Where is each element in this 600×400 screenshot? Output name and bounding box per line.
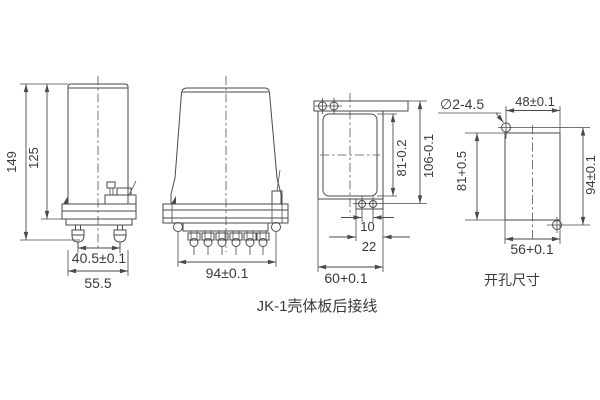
front-mount-screw-left bbox=[173, 222, 183, 232]
side-corner-mark bbox=[63, 196, 68, 204]
side-pin-head bbox=[106, 181, 116, 189]
cutout-dim81-label: 81+0.5 bbox=[454, 151, 469, 191]
front-dim94-label: 94±0.1 bbox=[206, 265, 249, 281]
front-corner-mark bbox=[171, 196, 176, 204]
side-dim149-label: 149 bbox=[4, 151, 19, 173]
rear-dim10-label: 10 bbox=[360, 219, 374, 234]
rear-dim81-label: 81-0.2 bbox=[394, 140, 409, 177]
front-base-plate bbox=[162, 203, 289, 224]
cutout-rect bbox=[504, 132, 561, 221]
cutout-view: ∅2-4.5 48±0.1 81+0.5 94±0.1 56+0.1 开孔尺寸 bbox=[438, 94, 598, 288]
side-terminal-bracket bbox=[104, 194, 137, 205]
rear-dim60-label: 60+0.1 bbox=[324, 270, 367, 286]
rear-ext-bracket bbox=[355, 209, 384, 272]
cutout-dim48-label: 48±0.1 bbox=[515, 94, 555, 109]
side-terminal-step bbox=[116, 187, 132, 196]
cutout-hole-bottomright-crosshair bbox=[547, 217, 590, 233]
rear-view: 81-0.2 106-0.1 10 22 60+0.1 bbox=[313, 93, 436, 286]
side-dim555-label: 55.5 bbox=[84, 275, 111, 291]
front-mount-screw-right bbox=[271, 222, 281, 232]
cutout-holes-note: ∅2-4.5 bbox=[440, 96, 484, 112]
front-view: 94±0.1 bbox=[162, 76, 289, 281]
front-terminal-block bbox=[182, 222, 269, 232]
front-plate-brackets bbox=[171, 204, 283, 223]
rear-bracket bbox=[355, 198, 384, 210]
cutout-dim56-label: 56+0.1 bbox=[510, 241, 553, 257]
cutout-dim94-label: 94±0.1 bbox=[583, 155, 598, 195]
side-dim405-label: 40.5±0.1 bbox=[72, 250, 127, 266]
side-base-lip bbox=[65, 218, 133, 226]
side-pin-lines bbox=[109, 180, 137, 196]
rear-bracket-hole-crosshairs bbox=[353, 196, 427, 222]
front-pin-wire bbox=[276, 169, 281, 192]
rear-dim22-label: 22 bbox=[362, 239, 376, 254]
rear-case-outline bbox=[317, 110, 384, 200]
rear-dim106-label: 106-0.1 bbox=[421, 134, 436, 178]
cutout-view-title: 开孔尺寸 bbox=[484, 272, 540, 288]
side-dim125-label: 125 bbox=[26, 147, 41, 169]
rear-window bbox=[322, 113, 378, 197]
drawing-caption: JK-1壳体板后接线 bbox=[257, 297, 378, 315]
front-base-plate-lines bbox=[162, 209, 289, 219]
cutout-note-leader bbox=[495, 112, 504, 123]
side-view: 149 125 40.5±0.1 55.5 bbox=[4, 76, 137, 291]
front-terminal-pins bbox=[187, 231, 270, 255]
cutout-edge-extensions bbox=[465, 132, 505, 221]
rear-flange-hole-crosshairs bbox=[315, 98, 342, 114]
